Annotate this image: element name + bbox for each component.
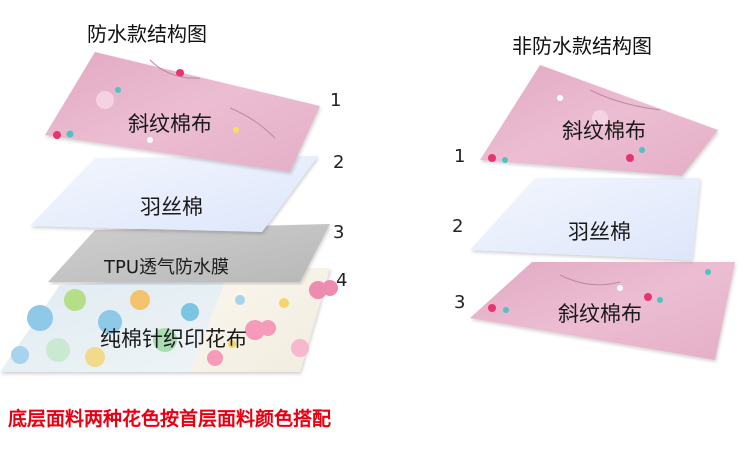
flower-pattern-icon [488,89,661,163]
right-layer-3-number: 3 [454,292,466,313]
right-layer-3-twill-cotton [470,262,735,360]
right-layer-2-fiber-fill [470,178,700,260]
right-layer-2-label: 羽丝棉 [568,220,631,244]
left-layer-2-number: 2 [333,152,345,173]
footnote-color-matching: 底层面料两种花色按首层面料颜色搭配 [8,408,332,430]
left-layer-1-label: 斜纹棉布 [128,112,212,136]
left-layer-3-label: TPU透气防水膜 [104,257,230,278]
left-title: 防水款结构图 [87,22,207,46]
right-title: 非防水款结构图 [512,34,652,58]
left-layer-3-number: 3 [333,222,345,243]
left-layer-4-label: 纯棉针织印花布 [100,327,247,351]
right-layer-1-twill-cotton [480,65,718,176]
right-layer-2-number: 2 [452,216,464,237]
right-layer-1-number: 1 [454,146,466,167]
flower-pattern-icon [488,269,711,313]
left-layer-1-number: 1 [330,90,342,111]
left-layer-2-label: 羽丝棉 [140,195,203,219]
left-layer-1-twill-cotton [45,52,320,172]
left-layer-4-number: 4 [336,270,348,291]
cloud-pattern-icon [207,280,338,366]
left-layer-4-printed-cotton [0,268,338,372]
left-layer-2-fiber-fill [30,156,318,232]
right-layer-1-label: 斜纹棉布 [562,119,646,143]
right-layer-3-label: 斜纹棉布 [558,302,642,326]
tree-pattern-icon [11,289,199,367]
flower-pattern-icon [53,59,276,143]
left-layer-3-tpu-membrane [48,224,330,282]
